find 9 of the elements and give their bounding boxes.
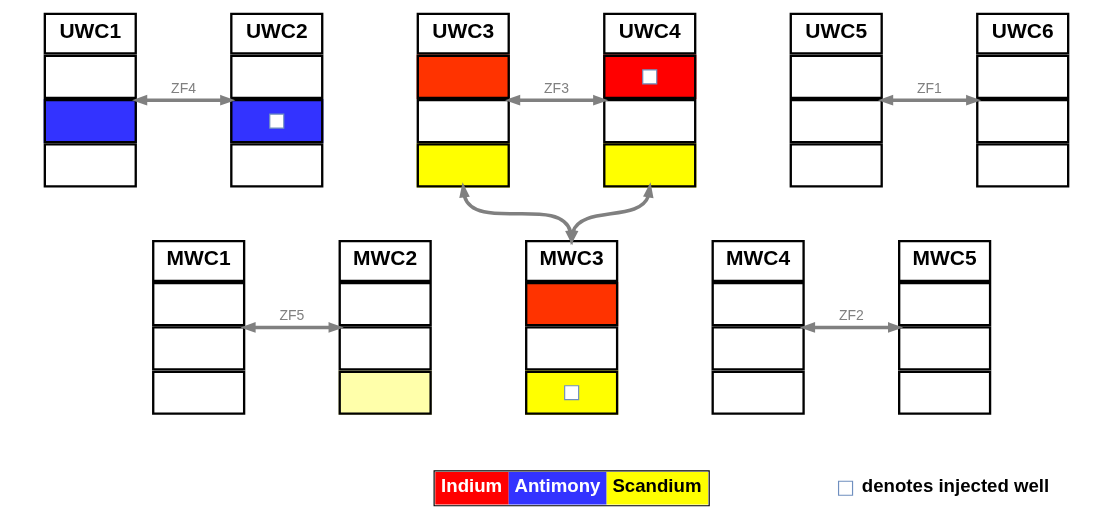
edge-label: ZF5 (279, 306, 304, 323)
legend-label: Indium (440, 474, 502, 496)
legend-label: denotes injected well (861, 474, 1049, 496)
edge-label: ZF3 (543, 79, 569, 96)
legend-label: Antimony (514, 474, 600, 496)
edge-label: ZF1 (916, 79, 942, 96)
legend-label: Scandium (611, 474, 701, 496)
edge-label: ZF2 (838, 306, 864, 323)
edge-label: ZF4 (170, 79, 196, 96)
